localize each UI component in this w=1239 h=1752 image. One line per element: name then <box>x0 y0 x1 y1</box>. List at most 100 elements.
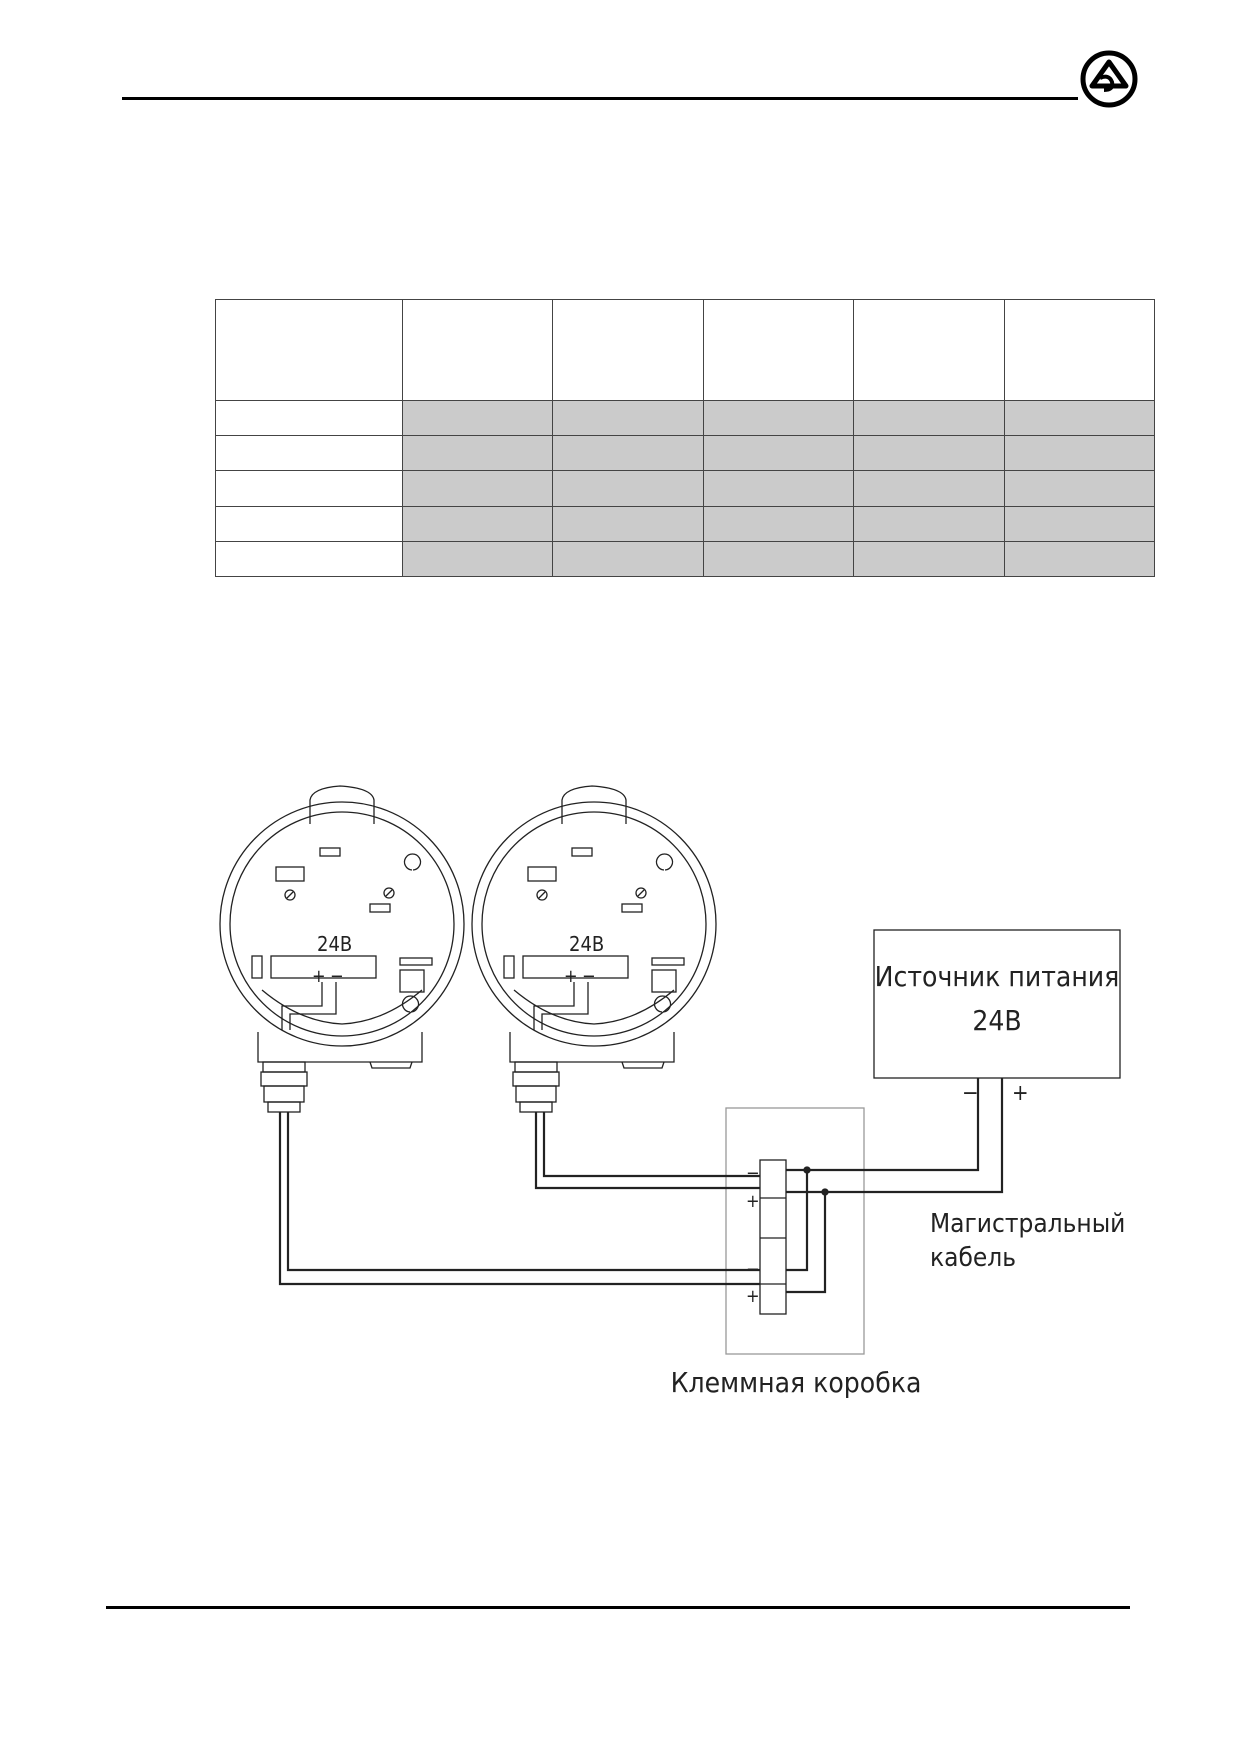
device-1-top-boss <box>309 785 375 824</box>
table-cell-shaded <box>702 399 855 437</box>
device-1-component <box>399 969 425 993</box>
trunk-cable-label: Магистральный <box>930 1209 1125 1239</box>
sensor-device-1: 24В + − <box>219 785 465 1113</box>
device-1-component <box>319 847 341 857</box>
device-1-housing-outer <box>219 801 465 1047</box>
trunk-cable-plus <box>786 1078 1004 1194</box>
device-1-cable-plus <box>278 1112 760 1286</box>
table-cell-shaded <box>853 505 1005 542</box>
device-1-plug <box>369 1061 413 1069</box>
terminal-1-sign: − <box>746 1163 760 1184</box>
power-supply-voltage: 24В <box>972 1004 1021 1037</box>
device-1-hole <box>401 995 420 1013</box>
table-cell-shaded <box>552 540 704 578</box>
table-cell-shaded <box>552 435 704 472</box>
device-1-gland <box>260 1071 308 1087</box>
header-rule <box>122 97 1078 100</box>
table-cell-shaded <box>853 399 1005 437</box>
device-1-component <box>275 866 305 882</box>
device-2-voltage-label: 24В <box>569 932 604 956</box>
device-1-housing-inner <box>229 811 455 1037</box>
table-cell-shaded <box>552 470 704 507</box>
device-1-gland-nut <box>262 1061 306 1073</box>
device-1-gland <box>263 1085 305 1103</box>
device-1-screw-icon <box>383 887 395 899</box>
device-2-component <box>503 955 515 979</box>
device-1-cable-minus <box>286 1112 760 1272</box>
device-2-component <box>651 957 685 966</box>
junction-box <box>725 1107 865 1355</box>
bridge-plus <box>786 1192 827 1294</box>
wiring-lines <box>278 1078 1004 1294</box>
table-cell-shaded <box>1003 470 1156 507</box>
device-2-cable-plus <box>534 1112 760 1190</box>
table-cell-shaded <box>401 435 554 472</box>
terminal-2-sign: + <box>746 1191 760 1212</box>
device-1-internal-wire-minus <box>289 982 337 1030</box>
table-cell-shaded <box>552 505 704 542</box>
device-2-component <box>651 969 677 993</box>
device-2-component <box>571 847 593 857</box>
device-1-hole <box>403 853 422 871</box>
terminal-4-sign: + <box>746 1286 760 1307</box>
device-1-inner-arc <box>261 989 423 1025</box>
junction-dot <box>821 1188 829 1196</box>
device-1-minus-sign: − <box>330 966 344 987</box>
device-2-terminal-block <box>522 955 629 979</box>
table-cell-shaded <box>1003 399 1156 437</box>
device-1-component <box>399 957 433 966</box>
sensor-device-2: 24В + − <box>471 785 717 1113</box>
table-row <box>215 505 1156 542</box>
device-1-internal-wire-plus <box>281 982 323 1030</box>
footer-rule <box>106 1606 1130 1609</box>
device-2-component <box>527 866 557 882</box>
device-2-cable-minus <box>542 1112 760 1178</box>
table-cell-shaded <box>853 540 1005 578</box>
table-cell-shaded <box>702 435 855 472</box>
power-supply-box <box>873 929 1121 1079</box>
device-1-component <box>369 903 391 913</box>
table-row <box>215 540 1156 578</box>
table-cell-shaded <box>702 540 855 578</box>
terminal-strip <box>759 1159 787 1315</box>
device-1-component <box>251 955 263 979</box>
supply-minus-sign: − <box>962 1081 979 1106</box>
power-supply-label: Источник питания <box>875 960 1120 993</box>
table-cell-shaded <box>552 399 704 437</box>
device-1-gland <box>267 1101 301 1113</box>
table-cell-shaded <box>401 540 554 578</box>
table-cell-shaded <box>1003 540 1156 578</box>
device-1-plus-sign: + <box>312 966 326 987</box>
device-2-hole <box>655 853 674 871</box>
table-cell-shaded <box>853 435 1005 472</box>
table-cell <box>215 540 403 578</box>
trunk-cable-minus <box>786 1078 980 1172</box>
device-2-screw-icon <box>635 887 647 899</box>
device-2-gland <box>519 1101 553 1113</box>
device-2-inner-arc <box>513 989 675 1025</box>
bridge-minus <box>786 1170 809 1272</box>
table-header-row <box>215 299 1156 401</box>
device-2-internal-wire-minus <box>541 982 589 1030</box>
junction-box-label: Клеммная коробка <box>671 1366 922 1399</box>
device-1-base <box>257 1032 423 1063</box>
trunk-cable-label-line2: кабель <box>930 1243 1016 1273</box>
device-2-top-boss <box>561 785 627 824</box>
table-cell-shaded <box>853 470 1005 507</box>
device-2-housing-outer <box>471 801 717 1047</box>
device-2-plug <box>621 1061 665 1069</box>
device-2-component <box>621 903 643 913</box>
device-2-internal-wire-plus <box>533 982 575 1030</box>
device-1-voltage-label: 24В <box>317 932 352 956</box>
device-2-minus-sign: − <box>582 966 596 987</box>
device-2-gland <box>515 1085 557 1103</box>
device-2-gland-nut <box>514 1061 558 1073</box>
device-2-screw-icon <box>536 889 548 901</box>
company-logo-icon <box>1080 50 1138 108</box>
device-1-screw-icon <box>284 889 296 901</box>
table-row <box>215 435 1156 472</box>
device-2-housing-inner <box>481 811 707 1037</box>
device-2-hole <box>653 995 672 1013</box>
table-cell-shaded <box>401 505 554 542</box>
